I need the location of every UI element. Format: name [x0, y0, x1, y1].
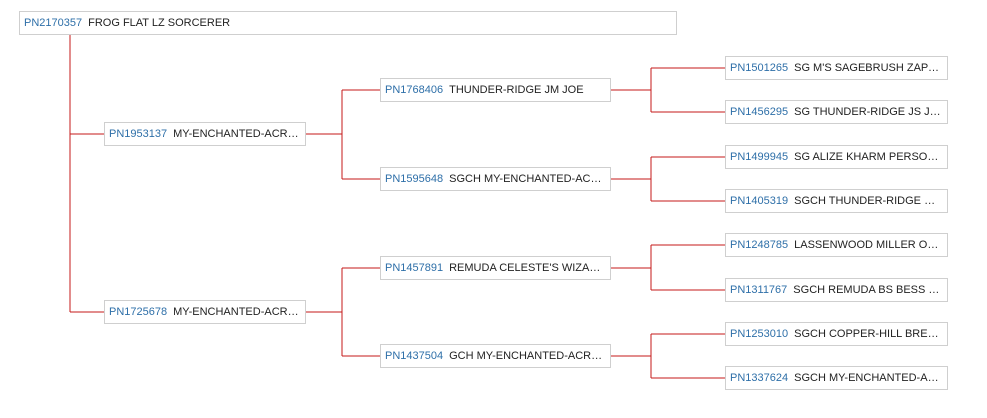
dam-dam-name: GCH MY-ENCHANTED-ACRE... — [449, 350, 608, 362]
ggp-name: SG THUNDER-RIDGE JS JO*... — [794, 106, 948, 118]
pedigree-dam[interactable]: PN1725678 MY-ENCHANTED-ACRE... — [104, 300, 306, 324]
ggp-name: SG M'S SAGEBRUSH ZAP M... — [794, 62, 948, 74]
sire-sire-name: THUNDER-RIDGE JM JOE — [449, 84, 584, 96]
sire-sire-registration-link[interactable]: PN1768406 — [385, 84, 444, 96]
pedigree-sire-sire[interactable]: PN1768406 THUNDER-RIDGE JM JOE — [380, 78, 611, 102]
ggp-name: SG ALIZE KHARM PERSONI... — [794, 151, 948, 163]
pedigree-great-grandparent[interactable]: PN1499945 SG ALIZE KHARM PERSONI... — [725, 145, 948, 169]
dam-name: MY-ENCHANTED-ACRE... — [173, 306, 305, 318]
ggp-registration-link[interactable]: PN1253010 — [730, 328, 789, 340]
pedigree-dam-sire[interactable]: PN1457891 REMUDA CELESTE'S WIZARD... — [380, 256, 611, 280]
ggp-registration-link[interactable]: PN1311767 — [730, 284, 788, 296]
ggp-name: SGCH COPPER-HILL BREAK... — [794, 328, 948, 340]
ggp-registration-link[interactable]: PN1456295 — [730, 106, 789, 118]
subject-name: FROG FLAT LZ SORCERER — [88, 17, 231, 29]
ggp-registration-link[interactable]: PN1248785 — [730, 239, 789, 251]
ggp-registration-link[interactable]: PN1501265 — [730, 62, 789, 74]
dam-registration-link[interactable]: PN1725678 — [109, 306, 168, 318]
dam-dam-registration-link[interactable]: PN1437504 — [385, 350, 444, 362]
dam-sire-registration-link[interactable]: PN1457891 — [385, 262, 444, 274]
ggp-registration-link[interactable]: PN1499945 — [730, 151, 789, 163]
ggp-registration-link[interactable]: PN1337624 — [730, 372, 789, 384]
pedigree-great-grandparent[interactable]: PN1456295 SG THUNDER-RIDGE JS JO*... — [725, 100, 948, 124]
pedigree-great-grandparent[interactable]: PN1248785 LASSENWOOD MILLER OZ... — [725, 233, 948, 257]
sire-dam-name: SGCH MY-ENCHANTED-ACR... — [449, 173, 608, 185]
ggp-name: SGCH THUNDER-RIDGE PS ... — [794, 195, 948, 207]
ggp-registration-link[interactable]: PN1405319 — [730, 195, 789, 207]
pedigree-great-grandparent[interactable]: PN1405319 SGCH THUNDER-RIDGE PS ... — [725, 189, 948, 213]
pedigree-great-grandparent[interactable]: PN1337624 SGCH MY-ENCHANTED-AC... — [725, 366, 948, 390]
pedigree-great-grandparent[interactable]: PN1501265 SG M'S SAGEBRUSH ZAP M... — [725, 56, 948, 80]
dam-sire-name: REMUDA CELESTE'S WIZARD... — [449, 262, 611, 274]
pedigree-subject[interactable]: PN2170357 FROG FLAT LZ SORCERER — [19, 11, 677, 35]
subject-registration-link[interactable]: PN2170357 — [24, 17, 83, 29]
ggp-name: SGCH REMUDA BS BESS CE... — [793, 284, 948, 296]
ggp-name: SGCH MY-ENCHANTED-AC... — [794, 372, 945, 384]
sire-registration-link[interactable]: PN1953137 — [109, 128, 168, 140]
sire-dam-registration-link[interactable]: PN1595648 — [385, 173, 444, 185]
pedigree-great-grandparent[interactable]: PN1311767 SGCH REMUDA BS BESS CE... — [725, 278, 948, 302]
pedigree-great-grandparent[interactable]: PN1253010 SGCH COPPER-HILL BREAK... — [725, 322, 948, 346]
pedigree-sire[interactable]: PN1953137 MY-ENCHANTED-ACRE... — [104, 122, 306, 146]
pedigree-dam-dam[interactable]: PN1437504 GCH MY-ENCHANTED-ACRE... — [380, 344, 611, 368]
ggp-name: LASSENWOOD MILLER OZ... — [794, 239, 944, 251]
pedigree-sire-dam[interactable]: PN1595648 SGCH MY-ENCHANTED-ACR... — [380, 167, 611, 191]
sire-name: MY-ENCHANTED-ACRE... — [173, 128, 305, 140]
